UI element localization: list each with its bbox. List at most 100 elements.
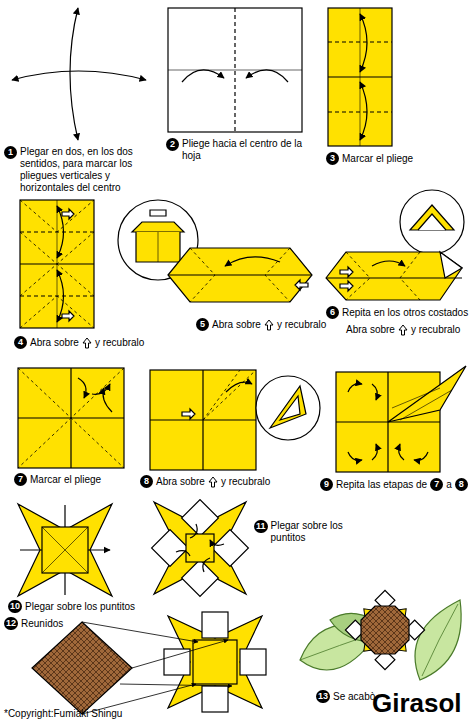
step-caption: 6Repita en los otros costados — [326, 306, 468, 319]
drawing-stroke — [182, 500, 219, 537]
drawing-stroke — [372, 261, 405, 266]
drawing-stroke — [182, 70, 224, 82]
drawing-stroke — [168, 70, 302, 71]
step-number: 8 — [455, 478, 468, 491]
instruction-text: Abra sobre — [30, 337, 79, 349]
instruction-text: Plegar sobre los puntitos — [271, 520, 354, 544]
drawing-stroke — [18, 368, 124, 468]
drawing-stroke — [372, 444, 377, 460]
drawing-stroke — [348, 384, 362, 392]
step-number: 2 — [166, 138, 179, 151]
drawing-stroke — [168, 248, 312, 302]
instruction-text: y recubralo — [95, 337, 144, 349]
step-caption: 2Pliege hacia el centro de la hoja — [166, 138, 312, 162]
drawing-stroke — [152, 500, 249, 597]
open-arrow-icon — [264, 319, 274, 331]
drawing-stroke — [120, 684, 232, 686]
step-number: 13 — [316, 690, 330, 703]
instruction-text: Se acabò — [333, 691, 375, 703]
step-caption: *Copyright:Fumiaki Shingu — [4, 708, 122, 720]
drawing-stroke — [326, 277, 462, 278]
drawing-stroke — [158, 232, 159, 262]
drawing-stroke — [326, 252, 462, 300]
drawing-stroke — [193, 640, 237, 684]
drawing-stroke — [360, 8, 361, 146]
open-arrow-icon — [208, 476, 218, 488]
step-number: 8 — [140, 475, 153, 488]
drawing-stroke — [346, 252, 420, 300]
drawing-stroke — [42, 527, 88, 573]
step-caption: 13Se acabò — [316, 690, 375, 703]
open-arrow-icon — [209, 477, 217, 487]
drawing-stroke — [168, 8, 302, 132]
step-number: 6 — [326, 306, 339, 319]
instruction-text: Reunidos — [21, 618, 63, 630]
step-caption: 1Plegar en dos, en los dos sentidos, par… — [4, 146, 158, 194]
step-caption: 9Repita las etapas de7a8 — [320, 478, 468, 491]
drawing-stroke — [345, 590, 424, 669]
instruction-text: y recubralo — [411, 324, 460, 336]
instruction-text: *Copyright:Fumiaki Shingu — [4, 708, 122, 720]
instruction-text: y recubralo — [221, 476, 270, 488]
open-arrow-icon — [82, 337, 92, 349]
drawing-stroke — [132, 640, 228, 668]
instruction-text: Marcar el pliege — [30, 474, 101, 486]
step-caption: 8Abra sobrey recubralo — [140, 475, 270, 488]
step-number: 3 — [326, 152, 339, 165]
drawing-stroke — [182, 560, 219, 597]
instruction-text: Marcar el pliege — [342, 153, 413, 165]
drawing-stroke — [348, 452, 362, 460]
instruction-text: Plegar sobre los puntitos — [25, 601, 135, 613]
drawing-stroke — [399, 444, 404, 460]
drawing-stroke — [168, 274, 312, 275]
step-number: 12 — [4, 617, 18, 630]
drawing-stroke — [18, 368, 124, 468]
drawing-stroke — [212, 530, 249, 567]
drawing-stroke — [418, 214, 446, 230]
drawing-stroke — [70, 8, 78, 140]
drawing-stroke — [440, 252, 462, 278]
drawing-stroke — [415, 600, 461, 680]
step-caption: 10Plegar sobre los puntitos — [8, 600, 135, 613]
drawing-stroke — [62, 311, 74, 321]
step-number: 1 — [4, 146, 17, 159]
drawing-stroke — [400, 190, 464, 254]
drawing-stroke — [82, 622, 198, 642]
step-caption: 7Marcar el pliege — [14, 473, 101, 486]
open-arrow-icon — [83, 338, 91, 348]
drawing-stroke — [42, 527, 88, 573]
step-caption: 4Abra sobrey recubralo — [14, 336, 144, 349]
drawing-stroke — [226, 382, 252, 392]
instruction-text: y recubralo — [277, 319, 326, 331]
drawing-stroke — [164, 649, 190, 675]
drawing-stroke — [12, 8, 466, 714]
step-number: 5 — [196, 318, 209, 331]
drawing-stroke — [340, 281, 353, 291]
open-arrow-icon — [398, 324, 408, 336]
instruction-text: Plegar en dos, en los dos sentidos, para… — [20, 146, 158, 194]
drawing-stroke — [20, 200, 94, 328]
step-number: 7 — [430, 478, 443, 491]
drawing-stroke — [176, 524, 224, 572]
step-caption: 11Plegar sobre los puntitos — [254, 520, 354, 544]
drawing-stroke — [20, 505, 110, 595]
drawing-stroke — [270, 386, 306, 428]
drawing-stroke — [295, 280, 308, 290]
step-caption: 3Marcar el pliege — [326, 152, 413, 165]
open-arrow-icon — [399, 325, 407, 335]
drawing-stroke — [392, 388, 452, 420]
drawing-stroke — [246, 70, 288, 82]
drawing-stroke — [361, 606, 409, 654]
drawing-stroke — [136, 232, 180, 262]
drawing-stroke — [202, 686, 228, 712]
step-number: 9 — [320, 478, 333, 491]
instruction-text: Repita las etapas de — [336, 479, 427, 491]
instruction-text: Pliege hacia el centro de la hoja — [182, 138, 312, 162]
drawing-stroke — [12, 71, 146, 80]
drawing-stroke — [360, 82, 367, 140]
drawing-stroke — [422, 604, 458, 676]
instruction-text: a — [446, 479, 452, 491]
drawing-stroke — [372, 384, 377, 400]
drawing-stroke — [414, 452, 428, 460]
